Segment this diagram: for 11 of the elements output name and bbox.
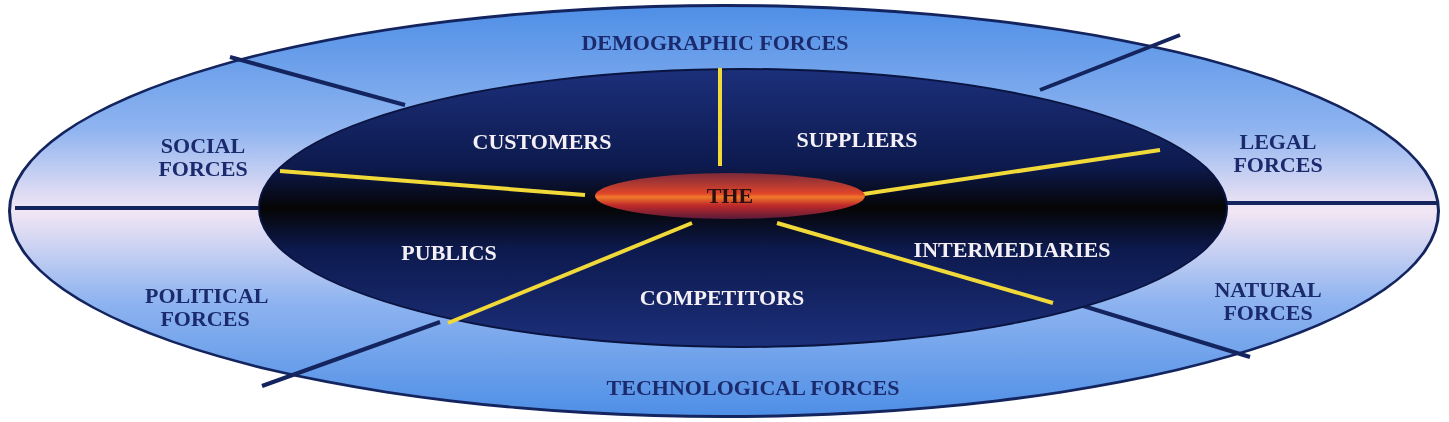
center-ellipse: THE	[595, 173, 865, 219]
stakeholder-label: COMPETITORS	[639, 286, 805, 310]
stakeholder-label: PUBLICS	[401, 241, 497, 265]
force-label: LEGAL FORCES	[1218, 129, 1338, 177]
stakeholder-label: INTERMEDIARIES	[913, 238, 1111, 262]
force-label: NATURAL FORCES	[1208, 277, 1328, 325]
stakeholder-label: CUSTOMERS	[472, 130, 612, 154]
stakeholder-label: SUPPLIERS	[796, 128, 918, 152]
force-label: SOCIAL FORCES	[143, 133, 263, 181]
force-label: DEMOGRAPHIC FORCES	[581, 31, 849, 55]
force-label: TECHNOLOGICAL FORCES	[606, 376, 900, 400]
